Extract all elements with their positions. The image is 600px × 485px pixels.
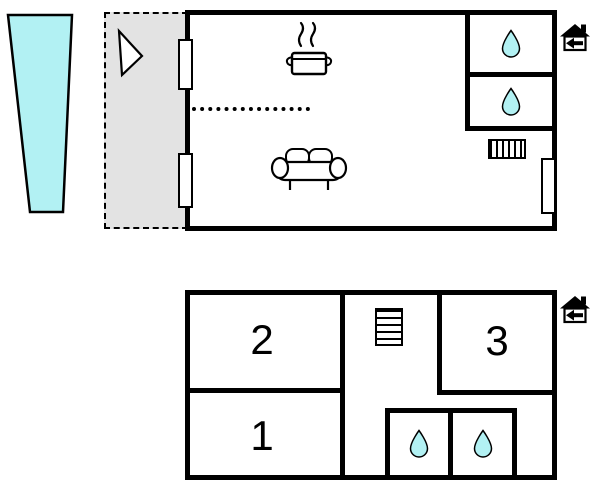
- terrace-area: [104, 12, 188, 229]
- wall: [448, 408, 453, 475]
- wall: [437, 295, 442, 395]
- window-upper-right: [541, 158, 556, 214]
- water-drop-icon: [473, 429, 492, 458]
- sofa-icon: [270, 148, 348, 190]
- room-label-3: 3: [485, 317, 509, 364]
- bathroom-upper-2: [465, 77, 552, 131]
- bathroom-upper-1: [465, 15, 552, 77]
- wall: [340, 295, 345, 475]
- bathroom-lower-1: [390, 413, 448, 475]
- window-upper-left-2: [178, 153, 193, 208]
- radiator-icon: [488, 139, 526, 159]
- room-label-1: 1: [250, 412, 274, 459]
- water-drop-icon: [501, 28, 521, 58]
- pool-shape: [6, 13, 74, 214]
- water-drop-icon: [501, 86, 521, 116]
- window-upper-left-1: [178, 39, 193, 90]
- direction-arrow-icon: [117, 27, 144, 78]
- water-drop-icon: [409, 429, 429, 458]
- entrance-house-icon: [560, 296, 590, 324]
- bathroom-lower-2: [453, 413, 512, 475]
- wall: [512, 408, 517, 475]
- stove-icon: [285, 21, 333, 76]
- room-label-2: 2: [250, 316, 274, 363]
- wall: [437, 390, 552, 395]
- stairs-icon: [375, 308, 403, 346]
- upper-floor-plan: [185, 10, 557, 231]
- entrance-house-icon: [560, 24, 590, 52]
- kitchen-divider-line: [192, 107, 310, 111]
- wall: [385, 408, 390, 475]
- wall: [190, 388, 340, 393]
- lower-floor-plan: 2 1 3: [185, 290, 557, 480]
